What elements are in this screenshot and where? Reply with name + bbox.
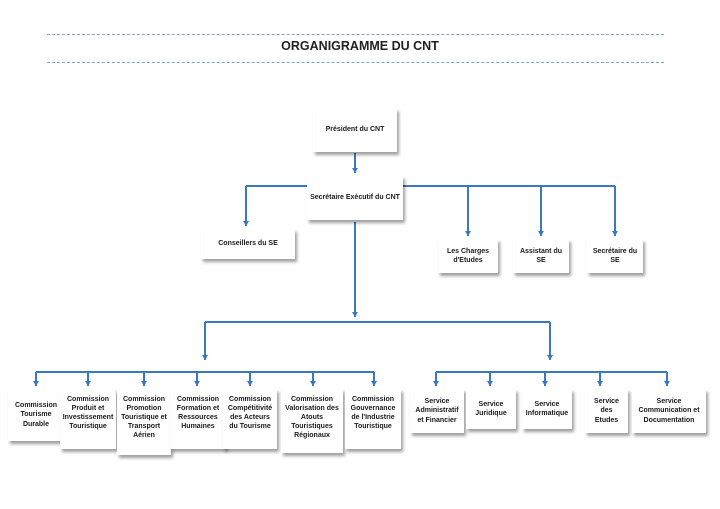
node-assistant-se: Assistant du SE bbox=[513, 239, 569, 273]
node-service-informatique: Service Informatique bbox=[522, 389, 572, 429]
node-commission-formation-rh: Commission Formation et Ressources Humai… bbox=[170, 389, 226, 449]
node-service-etudes: Service des Etudes bbox=[585, 389, 628, 433]
node-secretaire-executif: Secrétaire Exécutif du CNT bbox=[307, 176, 403, 220]
node-service-juridique: Service Juridique bbox=[466, 389, 516, 429]
node-service-communication-documentation: Service Communication et Documentation bbox=[632, 389, 706, 433]
node-president: Président du CNT bbox=[313, 108, 397, 152]
node-commission-tourisme-durable: Commission Tourisme Durable bbox=[8, 389, 64, 441]
node-service-administratif-financier: Service Administratif et Financier bbox=[410, 389, 464, 433]
top-dashed-rule bbox=[47, 34, 664, 35]
node-commission-gouvernance: Commission Gouvernance de l'Industrie To… bbox=[345, 389, 401, 449]
node-commission-competitivite: Commission Compétitivité des Acteurs du … bbox=[223, 389, 277, 449]
node-secretaire-se: Secrétaire du SE bbox=[587, 239, 643, 273]
node-charges-etudes: Les Charges d'Etudes bbox=[438, 239, 498, 273]
chart-title: ORGANIGRAMME DU CNT bbox=[281, 39, 439, 53]
node-commission-promotion-transport: Commission Promotion Touristique et Tran… bbox=[117, 389, 171, 455]
node-conseillers: Conseillers du SE bbox=[201, 229, 295, 259]
node-commission-produit-investissement: Commission Produit et Investissement Tou… bbox=[60, 389, 116, 449]
node-commission-valorisation: Commission Valorisation des Atouts Touri… bbox=[281, 389, 343, 453]
bottom-dashed-rule bbox=[47, 62, 664, 63]
